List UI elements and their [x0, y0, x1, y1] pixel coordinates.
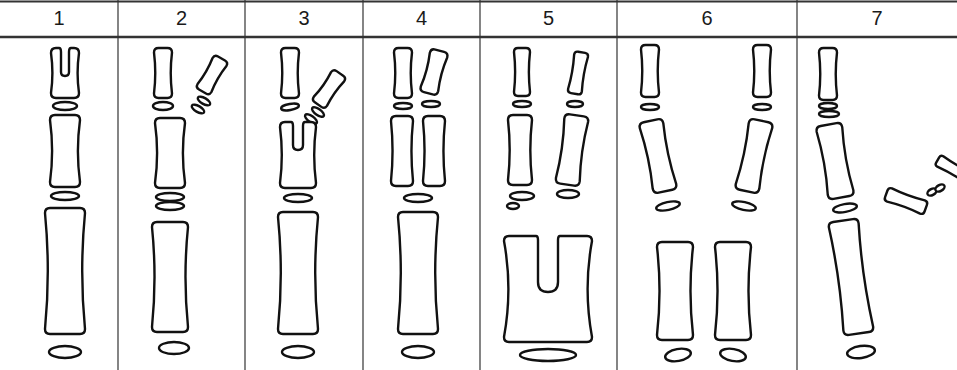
phalanx-bone — [935, 155, 957, 185]
phalanx-bone — [735, 118, 773, 193]
phalanx-bone — [398, 212, 438, 334]
phalanx-bone — [152, 222, 188, 332]
bones — [45, 45, 957, 363]
phalanx-bone — [555, 114, 589, 187]
epiphysis — [832, 202, 857, 214]
epiphysis — [567, 101, 583, 107]
column-number: 7 — [871, 6, 882, 30]
column-number: 6 — [701, 6, 712, 30]
phalanx-bone — [281, 48, 299, 98]
phalanx-bone — [828, 218, 874, 335]
bifid-bone — [504, 236, 592, 342]
column-number: 4 — [416, 6, 427, 30]
epiphysis — [159, 342, 189, 354]
phalanx-bone — [423, 116, 445, 186]
column-number: 3 — [298, 6, 309, 30]
epiphysis — [641, 104, 659, 110]
epiphysis — [664, 347, 692, 363]
column-divider — [796, 0, 797, 370]
column-divider — [244, 0, 245, 370]
epiphysis — [282, 346, 314, 358]
phalanx-bone — [45, 208, 85, 334]
epiphysis — [190, 103, 205, 115]
phalanx-bone — [657, 242, 693, 340]
phalanx-bone — [639, 118, 677, 193]
epiphysis — [731, 200, 756, 213]
column-divider — [362, 0, 363, 370]
phalanx-bone — [819, 48, 837, 100]
phalanx-bone — [567, 51, 588, 95]
column-number: 1 — [53, 6, 64, 30]
column-number: 2 — [176, 6, 187, 30]
epiphysis — [281, 102, 300, 111]
header-row: 1 2 3 4 5 6 7 — [0, 0, 957, 40]
phalanx-bone — [50, 115, 80, 187]
epiphysis — [719, 347, 747, 363]
epiphysis — [53, 102, 77, 110]
epiphysis — [284, 194, 312, 202]
bifid-bone — [51, 48, 79, 98]
phalanx-bone — [420, 48, 449, 95]
phalanx-bone — [391, 116, 413, 186]
top-rule — [0, 1, 957, 3]
epiphysis — [402, 346, 434, 358]
epiphysis — [510, 192, 534, 200]
phalanx-bone — [508, 115, 532, 185]
epiphysis — [846, 344, 875, 360]
epiphysis — [156, 193, 184, 201]
column-number: 5 — [543, 6, 554, 30]
epiphysis — [934, 183, 946, 193]
epiphysis — [819, 111, 839, 117]
phalanx-bone — [514, 48, 530, 96]
column-divider — [117, 0, 118, 370]
phalanx-bone — [278, 212, 318, 334]
epiphysis — [156, 202, 184, 210]
phalanx-bone — [753, 45, 771, 97]
epiphysis — [422, 101, 440, 107]
phalanx-bone — [641, 45, 659, 97]
epiphysis — [655, 200, 680, 213]
phalanx-bone — [394, 48, 412, 98]
phalanx-bone — [816, 122, 854, 199]
epiphysis — [819, 103, 837, 109]
epiphysis — [153, 102, 173, 110]
column-divider — [616, 0, 617, 370]
phalanx-bone — [312, 69, 347, 109]
epiphysis — [394, 103, 412, 109]
phalanx-bone — [884, 187, 928, 215]
epiphysis — [49, 346, 81, 358]
phalanx-bone — [715, 242, 751, 340]
column-divider — [479, 0, 480, 370]
header-rule — [0, 36, 957, 39]
phalanx-bone — [155, 118, 185, 188]
bifid-bone — [280, 122, 316, 188]
epiphysis — [51, 192, 79, 200]
epiphysis — [513, 101, 531, 107]
epiphysis — [557, 190, 579, 198]
epiphysis — [520, 349, 576, 361]
epiphysis — [753, 104, 771, 110]
epiphysis — [404, 194, 432, 202]
epiphysis — [507, 203, 519, 209]
phalanx-bone — [154, 48, 172, 98]
phalanx-bone — [196, 55, 229, 96]
